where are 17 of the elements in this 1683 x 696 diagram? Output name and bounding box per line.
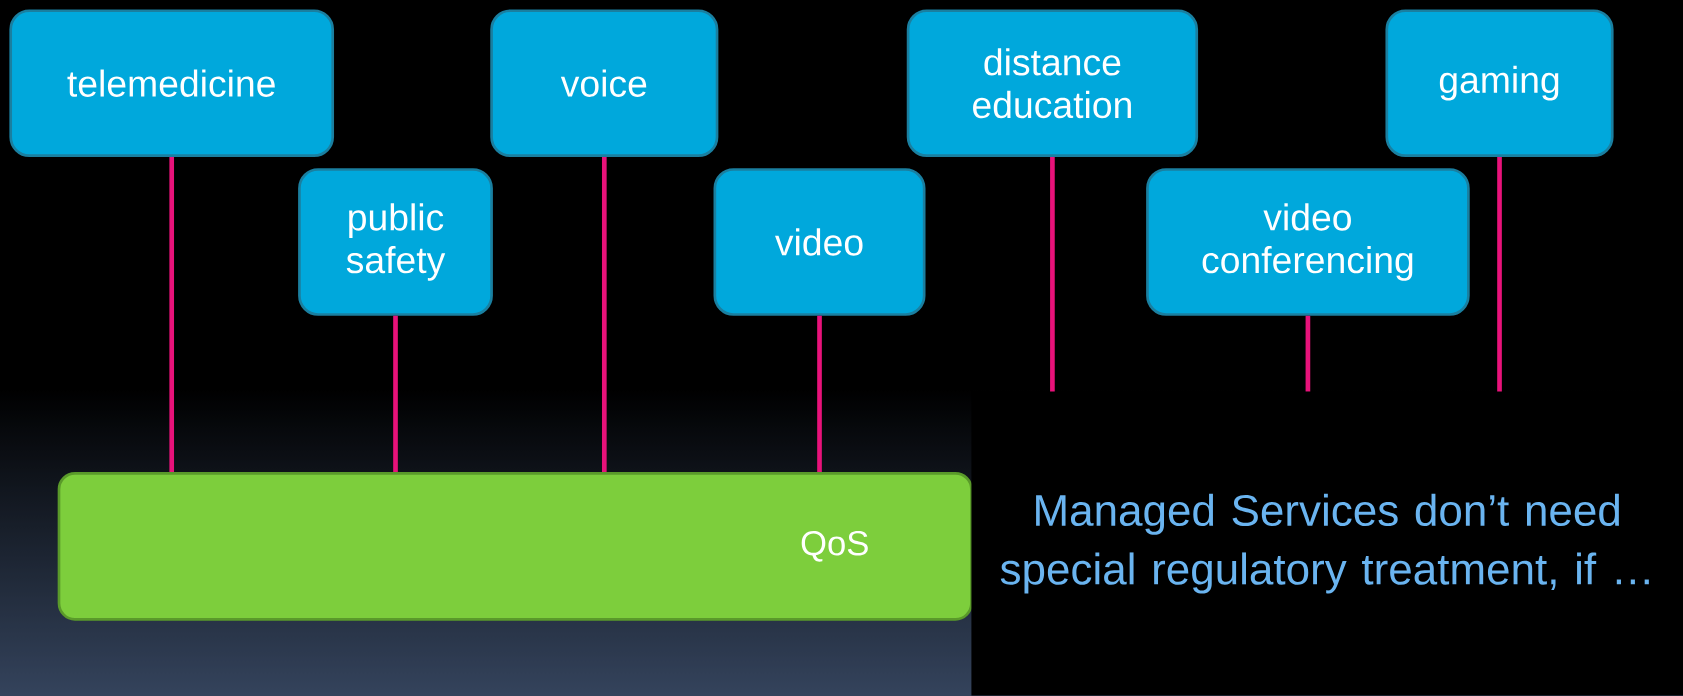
- connector-line: [817, 315, 822, 472]
- service-box: telemedicine: [9, 9, 335, 157]
- qos-bar: QoS: [57, 471, 973, 621]
- node-label: Managed Services don’t need special regulatory treatment, if …: [1000, 493, 1649, 594]
- service-box: voice: [490, 9, 719, 157]
- service-box: gaming: [1385, 9, 1614, 157]
- connector-line: [393, 315, 398, 472]
- callout-box: Managed Services don’t need special regulatory treatment, if …: [971, 391, 1683, 696]
- service-box: public safety: [298, 168, 493, 316]
- connector-line: [601, 157, 607, 472]
- connector-line: [1050, 157, 1055, 392]
- service-box: distance education: [906, 9, 1199, 157]
- service-box: video: [713, 168, 926, 316]
- connector-line: [1305, 315, 1311, 392]
- connector-line: [169, 157, 175, 472]
- service-box: video conferencing: [1146, 168, 1470, 316]
- connector-line: [1497, 157, 1502, 392]
